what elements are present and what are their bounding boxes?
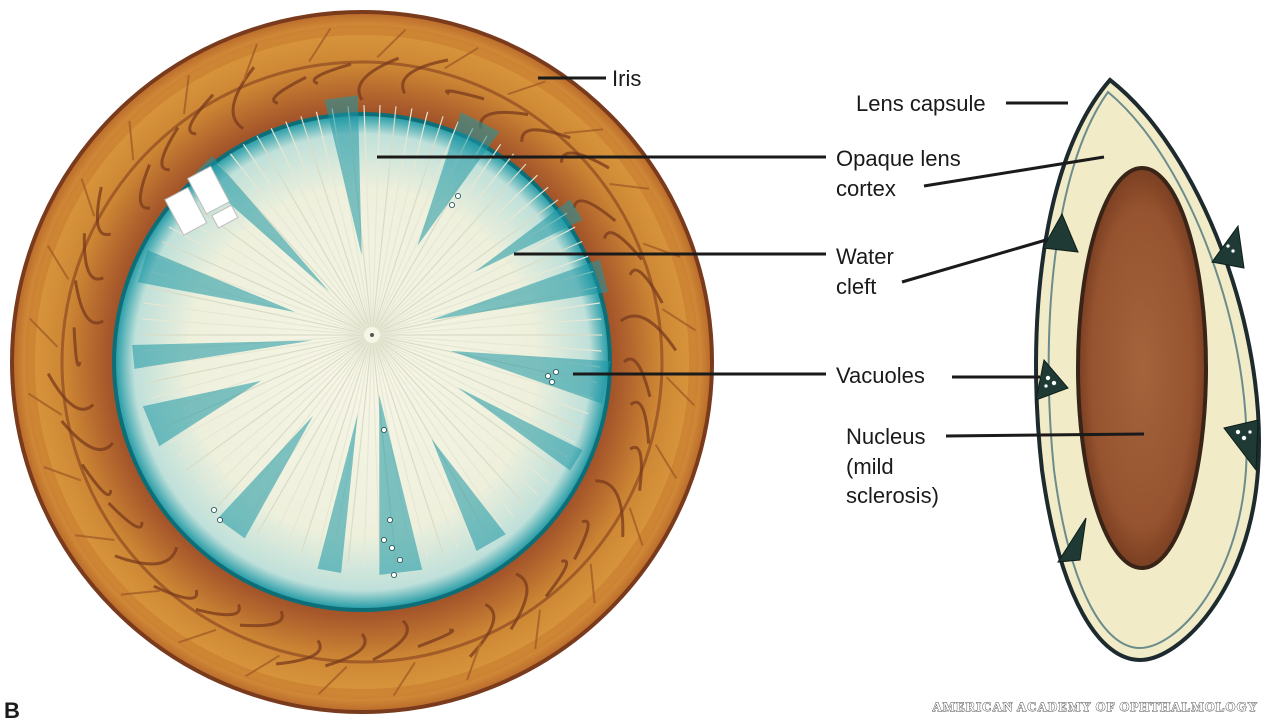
nucleus-label-line3: sclerosis) xyxy=(846,483,939,508)
water-cleft-label-line1: Water xyxy=(836,244,894,269)
vacuole xyxy=(381,537,386,542)
frontal-view xyxy=(12,12,712,712)
vacuole xyxy=(449,202,454,207)
lens-center-point xyxy=(370,333,374,337)
vacuole xyxy=(553,369,558,374)
nucleus-label-line2: (mild xyxy=(846,454,894,479)
credit-watermark: AMERICAN ACADEMY OF OPHTHALMOLOGY xyxy=(932,699,1258,714)
opaque-cortex-label-line1: Opaque lens xyxy=(836,146,961,171)
panel-letter: B xyxy=(4,698,20,721)
vacuole xyxy=(381,427,386,432)
iris-label: Iris xyxy=(612,66,641,91)
lens-capsule-label: Lens capsule xyxy=(856,91,986,116)
vacuole xyxy=(455,193,460,198)
vacuole xyxy=(217,517,222,522)
cross-section-view xyxy=(1036,80,1259,660)
water-cleft-label-line2: cleft xyxy=(836,274,876,299)
vacuole xyxy=(211,507,216,512)
lens-nucleus xyxy=(1078,168,1206,568)
vacuole xyxy=(391,572,396,577)
vacuole xyxy=(397,557,402,562)
opaque-cortex-label-line2: cortex xyxy=(836,176,896,201)
vacuole xyxy=(549,379,554,384)
nucleus-label-line1: Nucleus xyxy=(846,424,925,449)
water-cleft-leader-right xyxy=(902,240,1046,282)
nucleus-leader xyxy=(946,434,1144,436)
vacuoles-label: Vacuoles xyxy=(836,363,925,388)
vacuole xyxy=(387,517,392,522)
vacuole xyxy=(389,545,394,550)
vacuole xyxy=(545,373,550,378)
